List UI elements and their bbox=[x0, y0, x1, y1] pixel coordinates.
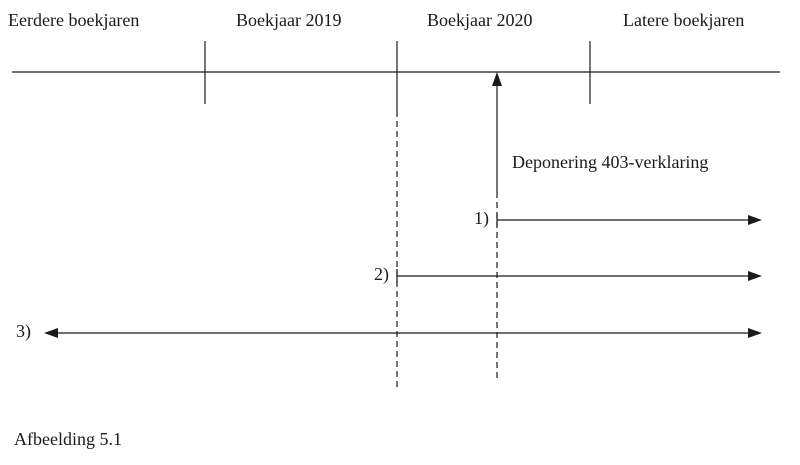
period-label-later-years: Latere boekjaren bbox=[623, 10, 745, 30]
case-label-3: 3) bbox=[16, 321, 31, 341]
case-label-1: 1) bbox=[474, 208, 489, 228]
period-label-earlier-years: Eerdere boekjaren bbox=[8, 10, 140, 30]
case-3-arrowhead-left bbox=[44, 328, 58, 338]
filing-arrowhead bbox=[492, 72, 502, 86]
case-3-arrowhead-right bbox=[748, 328, 762, 338]
case-label-2: 2) bbox=[374, 264, 389, 284]
period-label-2019: Boekjaar 2019 bbox=[236, 10, 342, 30]
case-1-arrowhead bbox=[748, 215, 762, 225]
period-label-2020: Boekjaar 2020 bbox=[427, 10, 533, 30]
case-2-arrowhead bbox=[748, 271, 762, 281]
filing-label: Deponering 403-verklaring bbox=[512, 152, 709, 172]
figure-caption: Afbeelding 5.1 bbox=[14, 429, 122, 449]
